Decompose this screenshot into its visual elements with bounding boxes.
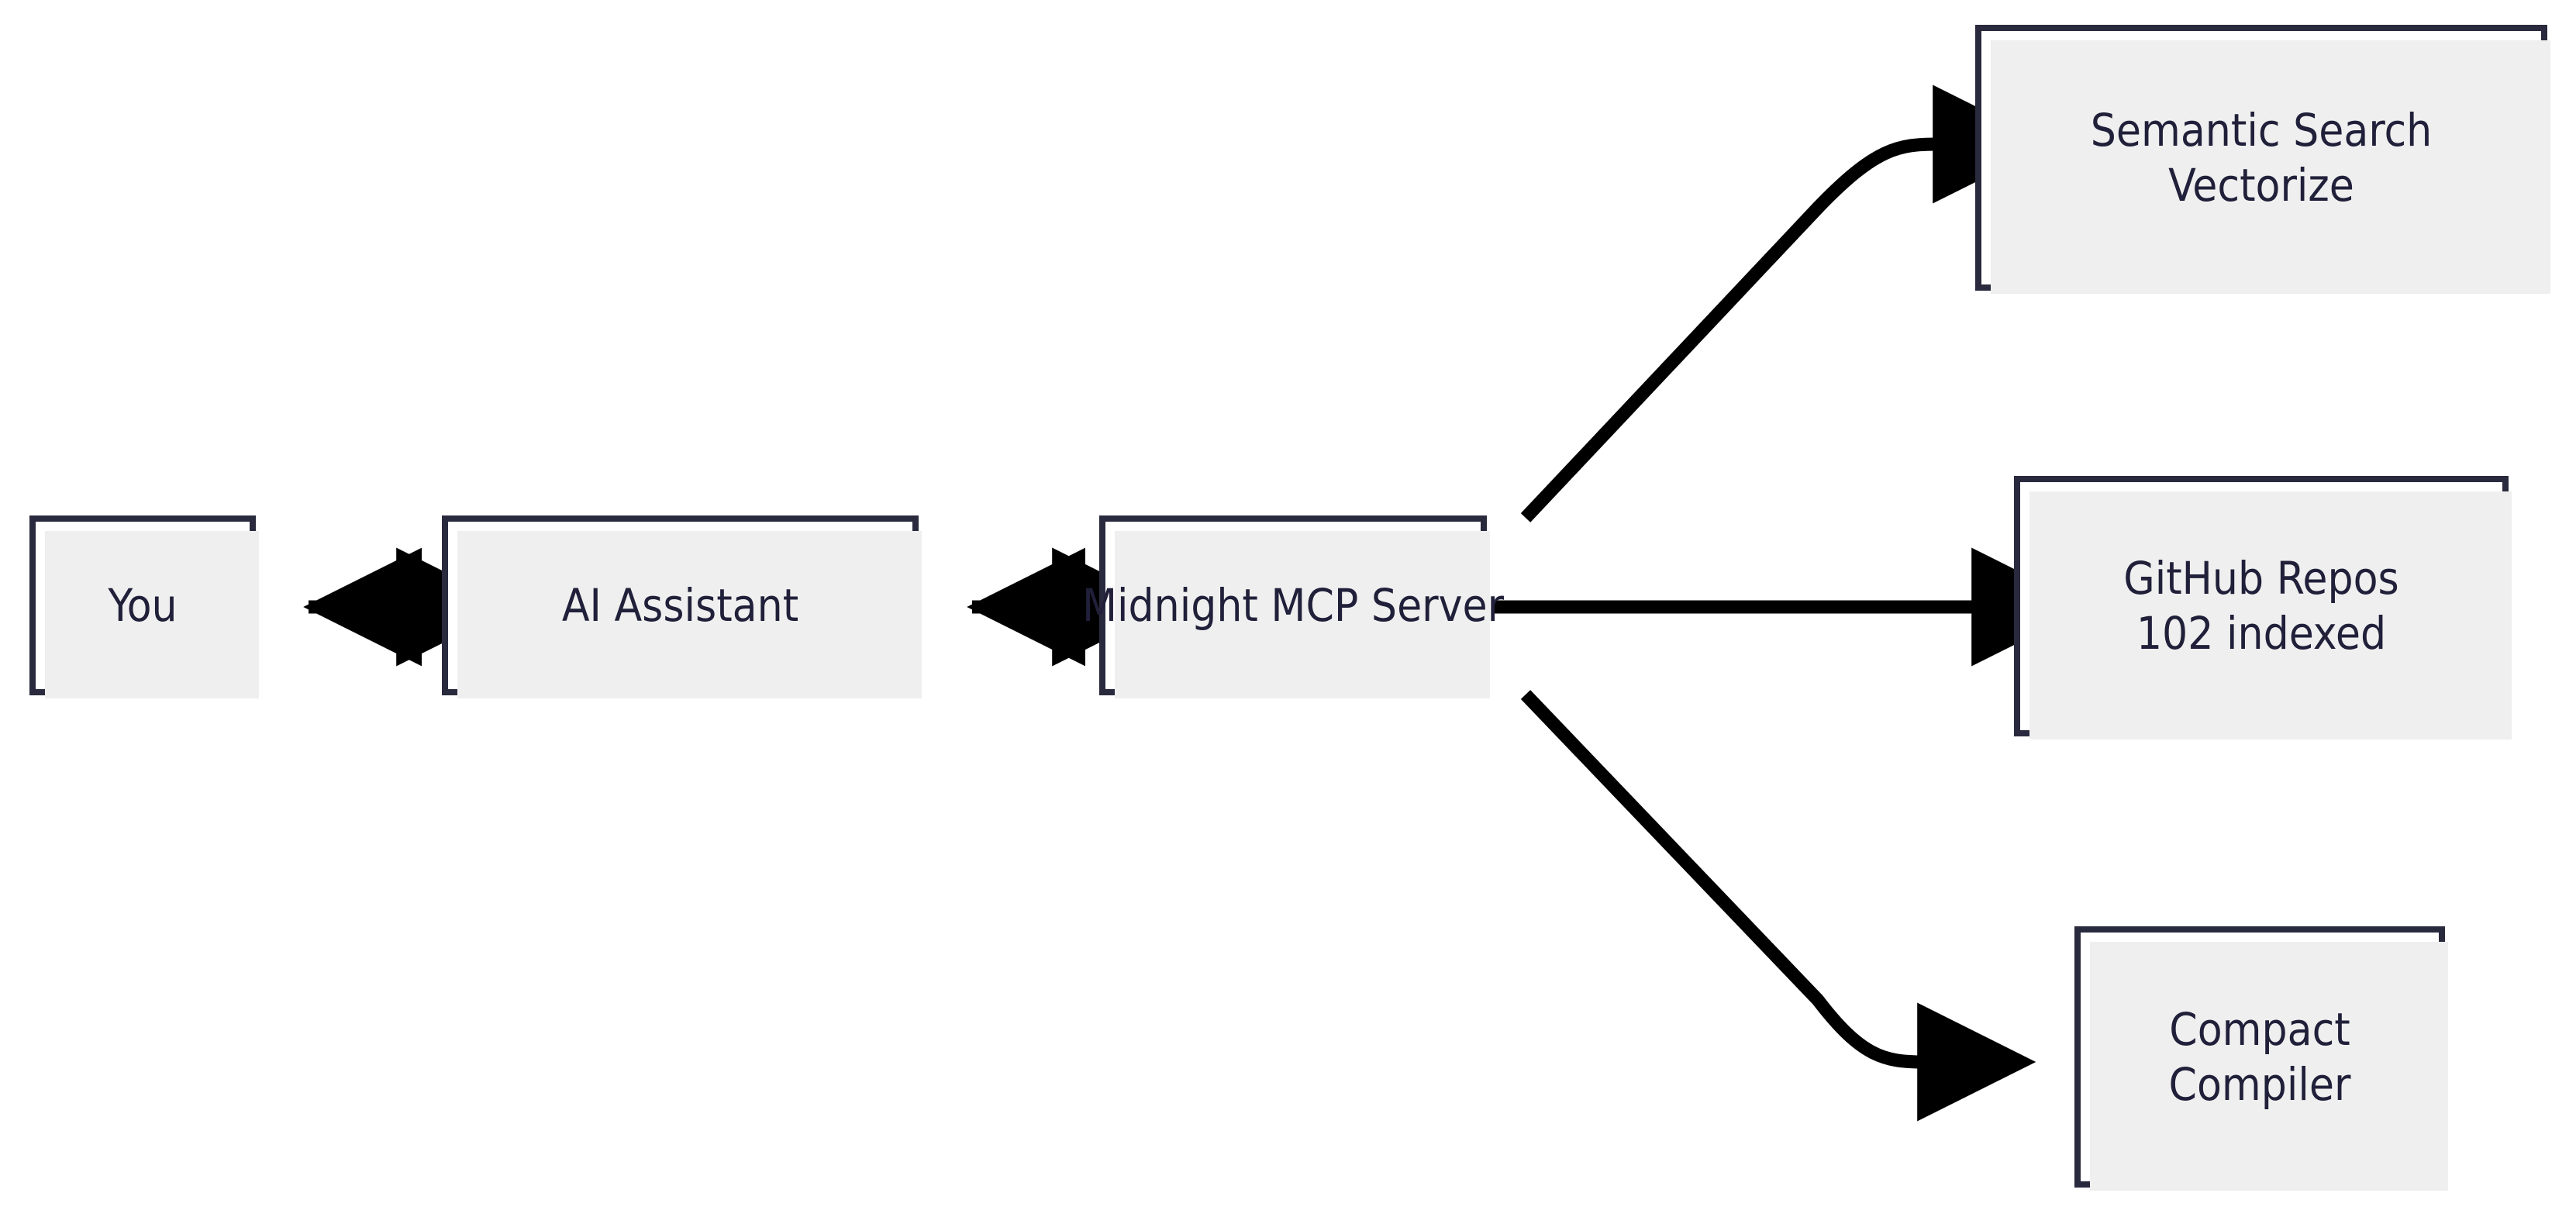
node-semantic-search[interactable]: Semantic Search Vectorize bbox=[1975, 25, 2550, 294]
node-shadow bbox=[45, 531, 259, 698]
node-shadow bbox=[2090, 942, 2448, 1191]
node-shadow bbox=[2029, 491, 2512, 740]
node-midnight-mcp-server-label-line-1: Midnight MCP Server bbox=[1081, 578, 1505, 632]
node-midnight-mcp-server[interactable]: Midnight MCP Server bbox=[1082, 515, 1504, 698]
node-ai-assistant[interactable]: AI Assistant bbox=[442, 515, 922, 698]
edge-mcp-semantic bbox=[1520, 84, 2052, 522]
node-compact-compiler-label-line-2: Compiler bbox=[2168, 1057, 2351, 1111]
node-shadow bbox=[457, 531, 922, 698]
node-github-repos[interactable]: GitHub Repos 102 indexed bbox=[2014, 476, 2512, 740]
node-you[interactable]: You bbox=[29, 515, 259, 698]
node-github-repos-label-line-1: GitHub Repos bbox=[2123, 552, 2399, 605]
node-shadow bbox=[1991, 40, 2550, 294]
node-github-repos-label-line-2: 102 indexed bbox=[2136, 607, 2387, 660]
edge-mcp-compact bbox=[1520, 690, 2036, 1122]
node-ai-assistant-label-line-1: AI Assistant bbox=[561, 578, 799, 632]
node-compact-compiler[interactable]: Compact Compiler bbox=[2074, 926, 2448, 1191]
node-semantic-search-label-line-1: Semantic Search bbox=[2090, 103, 2433, 157]
node-compact-compiler-label-line-1: Compact bbox=[2169, 1002, 2350, 1056]
node-you-label-line-1: You bbox=[108, 578, 178, 632]
node-semantic-search-label-line-2: Vectorize bbox=[2168, 158, 2354, 212]
node-shadow bbox=[1115, 531, 1490, 698]
